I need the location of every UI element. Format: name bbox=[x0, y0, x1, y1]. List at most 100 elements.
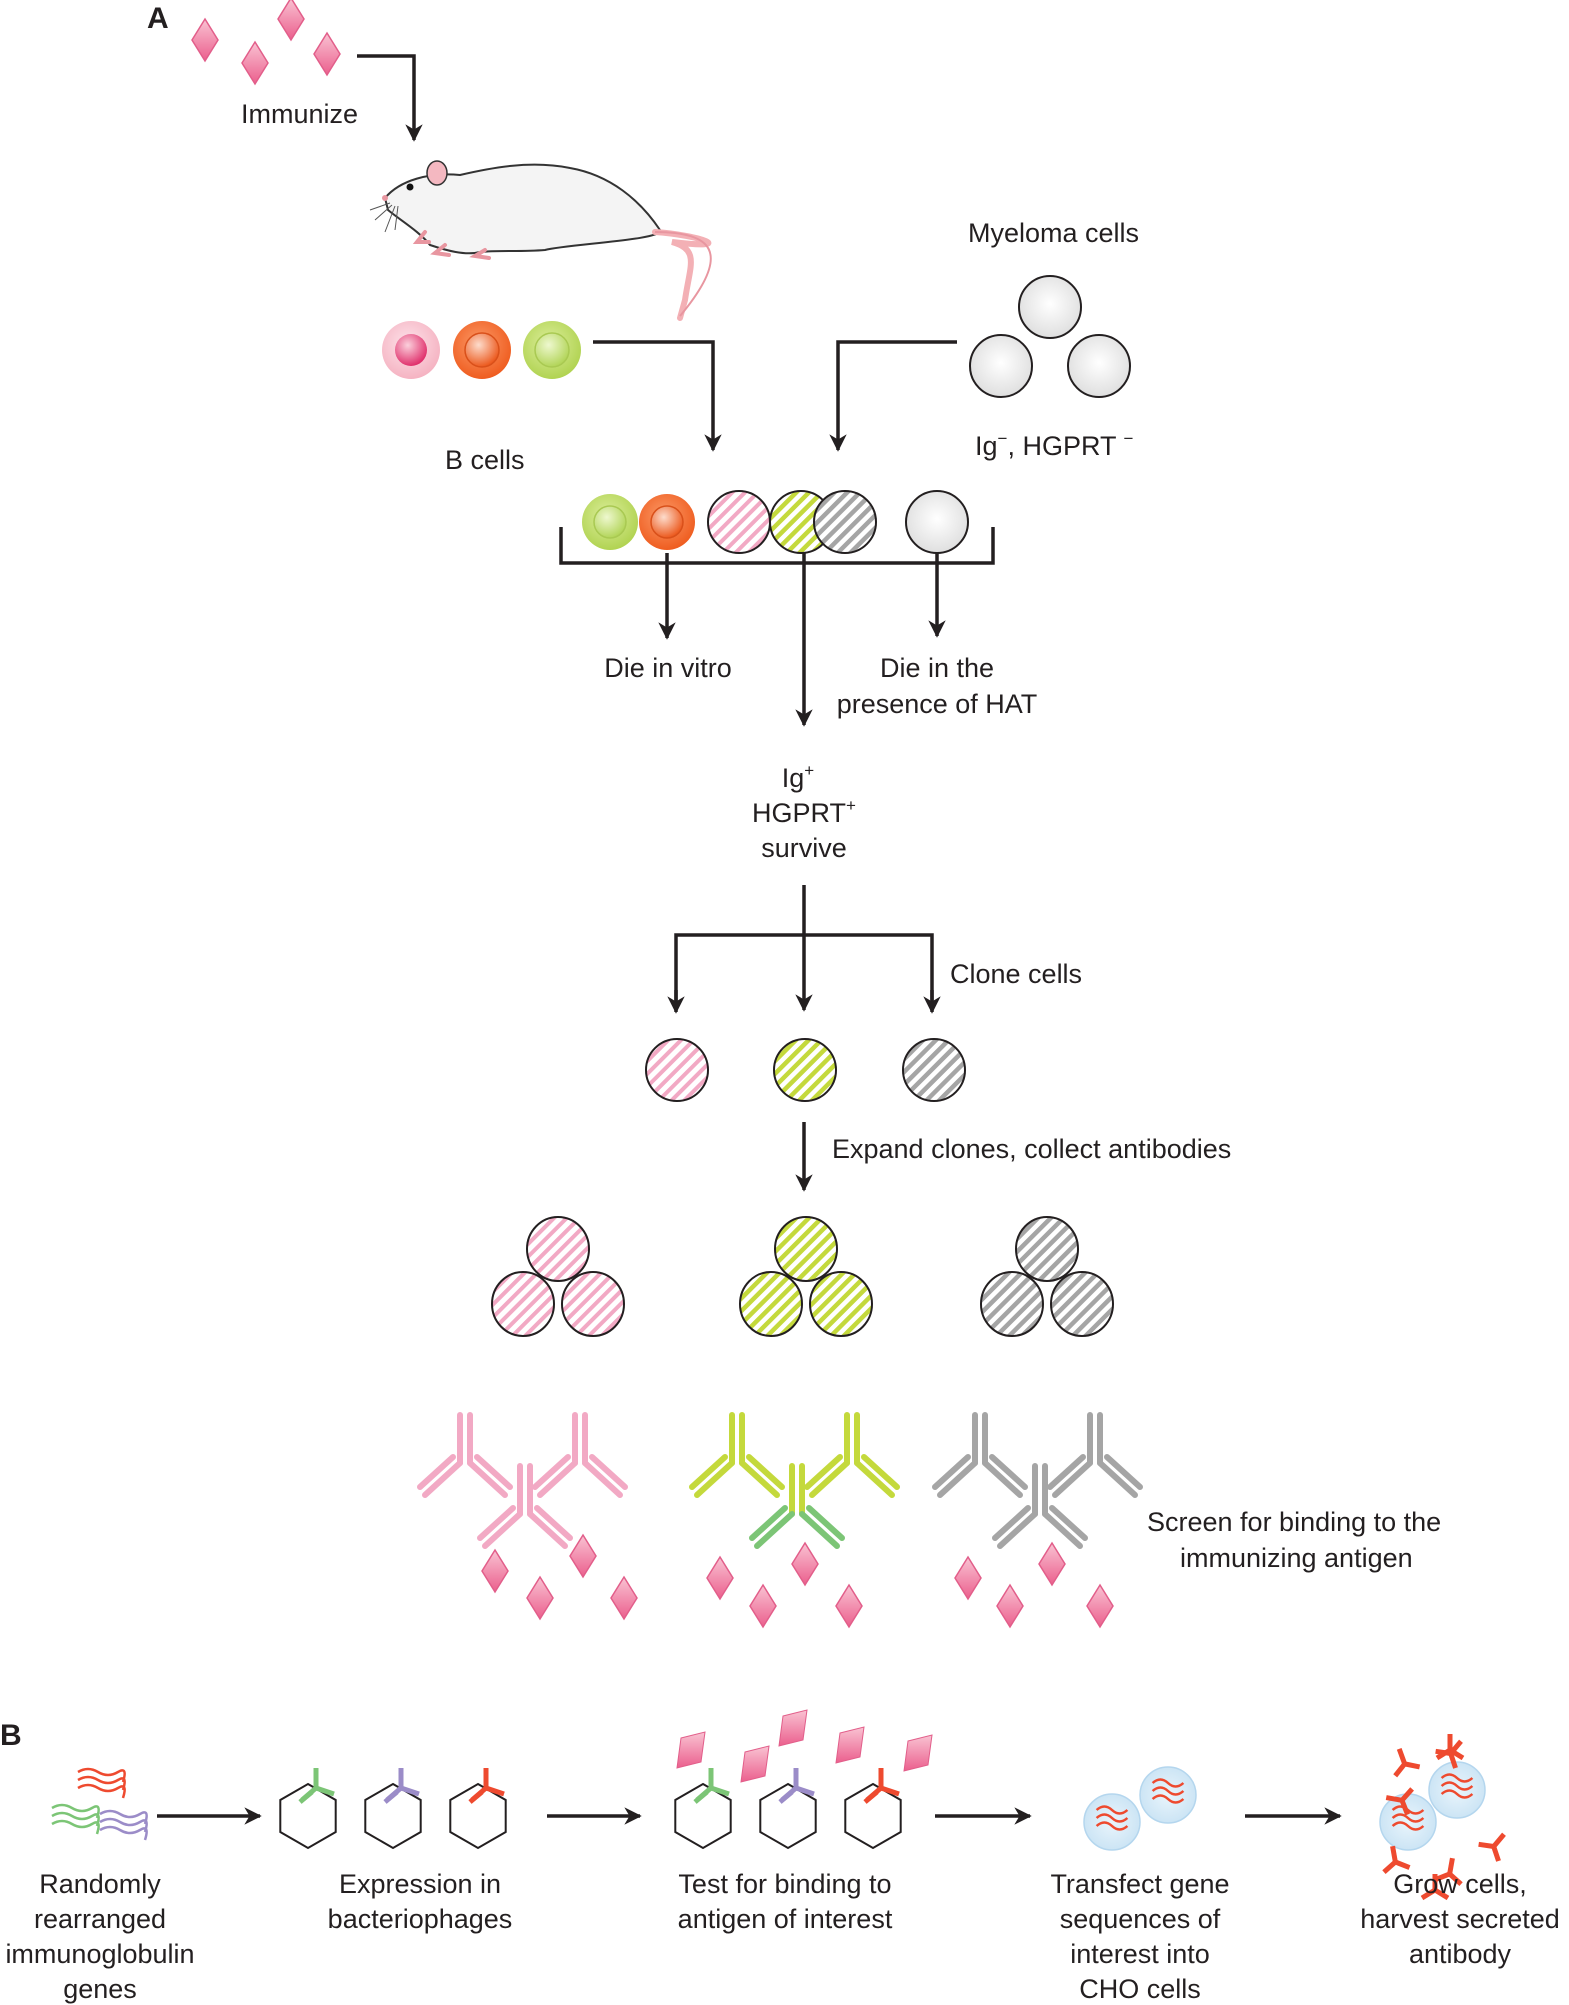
b-cell-orange bbox=[453, 321, 511, 379]
antibody-icon bbox=[804, 1412, 900, 1498]
clone-cell-pink bbox=[645, 1038, 709, 1102]
svg-text:HGPRT+: HGPRT+ bbox=[752, 796, 856, 828]
cho-cell-icon bbox=[1379, 1793, 1437, 1851]
bacteriophage-icon bbox=[364, 1768, 422, 1850]
mouse-icon bbox=[369, 160, 712, 321]
antigen-icon bbox=[241, 41, 269, 85]
antigen-group-immunize bbox=[191, 0, 341, 85]
antigen-icon bbox=[706, 1556, 734, 1600]
unfused-myeloma-cell bbox=[905, 490, 969, 554]
clone-cells-label: Clone cells bbox=[950, 959, 1082, 989]
cho-cell-icon bbox=[1083, 1793, 1141, 1851]
antibody-icon bbox=[417, 1412, 513, 1498]
bacteriophage-icon bbox=[674, 1768, 732, 1850]
step-3-label-line-2: antigen of interest bbox=[678, 1904, 893, 1934]
step-2-label-line-2: bacteriophages bbox=[328, 1904, 513, 1934]
step-2-label-line-1: Expression in bbox=[339, 1869, 501, 1899]
fusion-bracket bbox=[559, 527, 995, 565]
antigen-icon bbox=[1086, 1584, 1114, 1628]
secreted-antibody-icon bbox=[1434, 1857, 1463, 1886]
antigen-icon bbox=[835, 1584, 863, 1628]
antigen-icon bbox=[191, 18, 219, 62]
step-1-label-line-2: rearranged bbox=[34, 1904, 166, 1934]
bacteriophage-icon bbox=[844, 1768, 902, 1850]
antigen-icon bbox=[954, 1556, 982, 1600]
antigen-icon bbox=[610, 1576, 638, 1620]
antigen-icon bbox=[835, 1726, 865, 1764]
myeloma-cell-group bbox=[969, 275, 1131, 398]
die-hat-label-line1: Die in the bbox=[880, 653, 994, 683]
secreted-antibody-icon bbox=[1435, 1734, 1465, 1761]
step-1-label-line-4: genes bbox=[63, 1974, 137, 2004]
antigen-icon bbox=[569, 1534, 597, 1578]
b-cell-green bbox=[523, 321, 581, 379]
svg-text:Ig+: Ig+ bbox=[782, 761, 815, 793]
step-5-label-line-1: Grow cells, bbox=[1393, 1869, 1527, 1899]
step-3-label-line-1: Test for binding to bbox=[678, 1869, 891, 1899]
survivor-label: Ig+ HGPRT+ survive bbox=[752, 761, 856, 863]
clone-cell-green bbox=[773, 1038, 837, 1102]
hybridoma-pink bbox=[707, 490, 771, 554]
die-in-vitro-label: Die in vitro bbox=[604, 653, 732, 683]
antibody-icon bbox=[532, 1412, 628, 1498]
screen-label-line2: immunizing antigen bbox=[1180, 1543, 1413, 1573]
bacteriophage-icon bbox=[449, 1768, 507, 1850]
antibody-icon bbox=[1047, 1412, 1143, 1498]
step-4-label-line-1: Transfect gene bbox=[1050, 1869, 1229, 1899]
b-cell-group bbox=[382, 321, 581, 379]
step-1-label-line-3: immunoglobulin bbox=[5, 1939, 194, 1969]
antigen-icon bbox=[313, 32, 341, 76]
expanded-clone-green bbox=[739, 1216, 873, 1337]
step-4-label-line-3: interest into bbox=[1070, 1939, 1210, 1969]
panel-a-label: A bbox=[147, 2, 169, 35]
antibody-icon bbox=[689, 1412, 785, 1498]
antigen-icon bbox=[676, 1731, 706, 1769]
antibody-icon bbox=[477, 1463, 573, 1549]
myeloma-cell bbox=[1018, 275, 1082, 339]
hybridoma-gray bbox=[813, 490, 877, 554]
secreted-antibody-icon bbox=[1382, 1845, 1411, 1874]
expanded-clone-pink bbox=[491, 1216, 625, 1337]
b-cell-arrow bbox=[593, 340, 722, 452]
antigen-icon bbox=[903, 1734, 933, 1772]
expanded-clone-gray bbox=[980, 1216, 1114, 1337]
step-labels: Randomly rearranged immunoglobulin genes Exp… bbox=[5, 1869, 1559, 2004]
svg-text:survive: survive bbox=[761, 833, 847, 863]
bacteriophage-icon bbox=[759, 1768, 817, 1850]
antigen-icon bbox=[481, 1549, 509, 1593]
fusion-mixture bbox=[582, 490, 969, 554]
die-hat-label-line2: presence of HAT bbox=[837, 689, 1038, 719]
cho-cell-icon bbox=[1428, 1761, 1486, 1819]
myeloma-cell bbox=[1067, 334, 1131, 398]
secreted-antibody-icon bbox=[1393, 1747, 1421, 1778]
immunize-arrow bbox=[357, 54, 423, 142]
secreted-antibody-icon bbox=[1420, 1874, 1450, 1901]
antigen-icon bbox=[526, 1576, 554, 1620]
secreted-antibody-icon bbox=[1385, 1787, 1414, 1816]
antigen-icon bbox=[791, 1542, 819, 1586]
myeloma-arrow bbox=[829, 340, 957, 452]
antibody-icon bbox=[932, 1412, 1028, 1498]
gene-waves-icon bbox=[51, 1767, 148, 1841]
antigen-group-panel-b bbox=[676, 1709, 933, 1783]
step-4-label-line-4: CHO cells bbox=[1079, 1974, 1201, 2004]
immunize-label: Immunize bbox=[241, 99, 358, 129]
antibody-layer bbox=[417, 1412, 1143, 1628]
expand-clones-label: Expand clones, collect antibodies bbox=[832, 1134, 1231, 1164]
myeloma-cells-label: Myeloma cells bbox=[968, 218, 1139, 248]
antibody-icon bbox=[749, 1463, 845, 1549]
step-5-label-line-2: harvest secreted bbox=[1360, 1904, 1560, 1934]
cho-cell-icon bbox=[1139, 1766, 1197, 1824]
antigen-icon bbox=[778, 1709, 808, 1747]
step-4-label-line-2: sequences of bbox=[1060, 1904, 1221, 1934]
antigen-icon bbox=[1038, 1542, 1066, 1586]
cho-layer bbox=[1083, 1734, 1506, 1901]
bacteriophage-icon bbox=[279, 1768, 337, 1850]
b-cell-pink bbox=[382, 321, 440, 379]
antigen-icon bbox=[277, 0, 305, 41]
panel-b-label: B bbox=[0, 1719, 22, 1752]
step-1-label-line-1: Randomly bbox=[39, 1869, 161, 1899]
phage-layer bbox=[279, 1768, 902, 1850]
antigen-icon bbox=[749, 1584, 777, 1628]
